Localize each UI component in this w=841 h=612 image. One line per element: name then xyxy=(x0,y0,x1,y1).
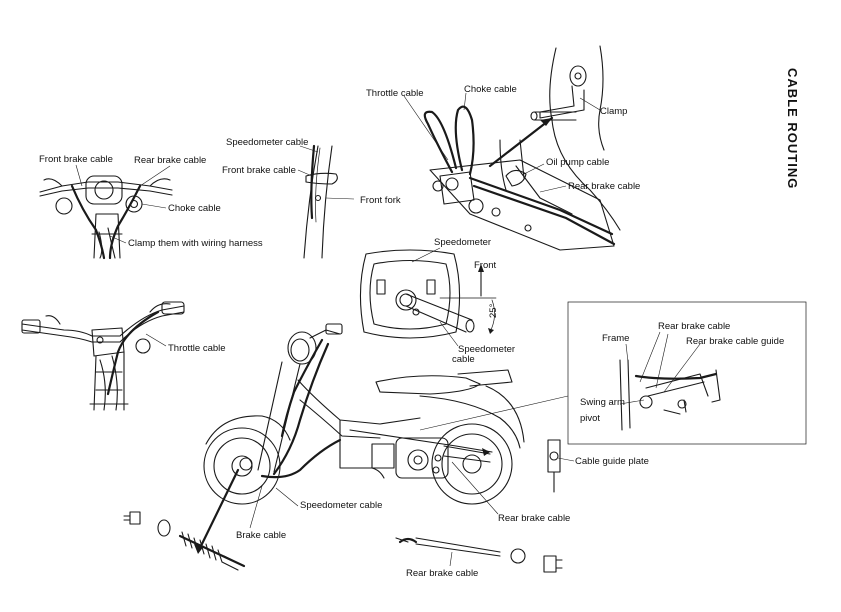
front-fork-illustration xyxy=(303,144,338,259)
label-speedometer-cable-fork: Speedometer cable xyxy=(226,137,309,148)
label-swing-arm-pivot-line2: pivot xyxy=(580,413,601,424)
front-fork-leaders xyxy=(297,145,355,200)
label-throttle-cable-left: Throttle cable xyxy=(168,343,226,354)
handlebar-left-illustration xyxy=(21,301,185,411)
label-clamp-wiring-harness: Clamp them with wiring harness xyxy=(128,238,263,249)
motorcycle-leaders xyxy=(249,395,575,529)
label-speedometer-cable-gauge-line1: Speedometer xyxy=(458,344,516,355)
label-speedometer-cable-gauge-line2: cable xyxy=(452,354,475,365)
handlebar-left-leaders xyxy=(145,333,167,347)
label-rear-brake-cable-inset: Rear brake cable xyxy=(658,321,731,332)
label-throttle-cable-top: Throttle cable xyxy=(366,88,424,99)
handlebar-top-left-leaders xyxy=(75,164,171,244)
speedometer-gauge-illustration xyxy=(359,249,497,339)
rear-brake-cable-detail-illustration xyxy=(395,537,563,573)
label-choke-cable-top: Choke cable xyxy=(464,84,517,95)
inset-leaders xyxy=(619,331,701,405)
handlebar-top-left-illustration xyxy=(39,175,173,260)
label-angle: 25° xyxy=(488,303,499,318)
label-front: Front xyxy=(474,260,497,271)
label-frame: Frame xyxy=(602,333,630,344)
label-rear-brake-cable-guide: Rear brake cable guide xyxy=(686,336,785,347)
label-swing-arm-pivot-line1: Swing arm xyxy=(580,397,625,408)
inset-box xyxy=(567,301,807,445)
label-brake-cable: Brake cable xyxy=(236,530,287,541)
carburetor-illustration xyxy=(423,45,621,251)
label-rear-brake-cable-top: Rear brake cable xyxy=(134,155,207,166)
rear-brake-cable-detail-leaders xyxy=(449,551,453,567)
label-cable-guide-plate: Cable guide plate xyxy=(575,456,649,467)
label-front-fork: Front fork xyxy=(360,195,401,206)
brake-boot-illustration xyxy=(123,511,246,571)
label-speedometer: Speedometer xyxy=(434,237,492,248)
label-rear-brake-cable-carb: Rear brake cable xyxy=(568,181,641,192)
speedometer-gauge-leaders xyxy=(411,247,459,347)
label-rear-brake-cable-main: Rear brake cable xyxy=(498,513,571,524)
label-rear-brake-cable-bottom: Rear brake cable xyxy=(406,568,479,579)
label-speedometer-cable-main: Speedometer cable xyxy=(300,500,383,511)
carburetor-leaders xyxy=(403,92,601,193)
label-front-brake-cable-fork: Front brake cable xyxy=(222,165,296,176)
page-title: CABLE ROUTING xyxy=(785,68,800,190)
label-front-brake-cable: Front brake cable xyxy=(39,154,113,165)
label-oil-pump-cable: Oil pump cable xyxy=(546,157,610,168)
label-choke-cable-left: Choke cable xyxy=(168,203,221,214)
motorcycle-illustration xyxy=(194,323,561,554)
label-clamp: Clamp xyxy=(600,106,628,117)
